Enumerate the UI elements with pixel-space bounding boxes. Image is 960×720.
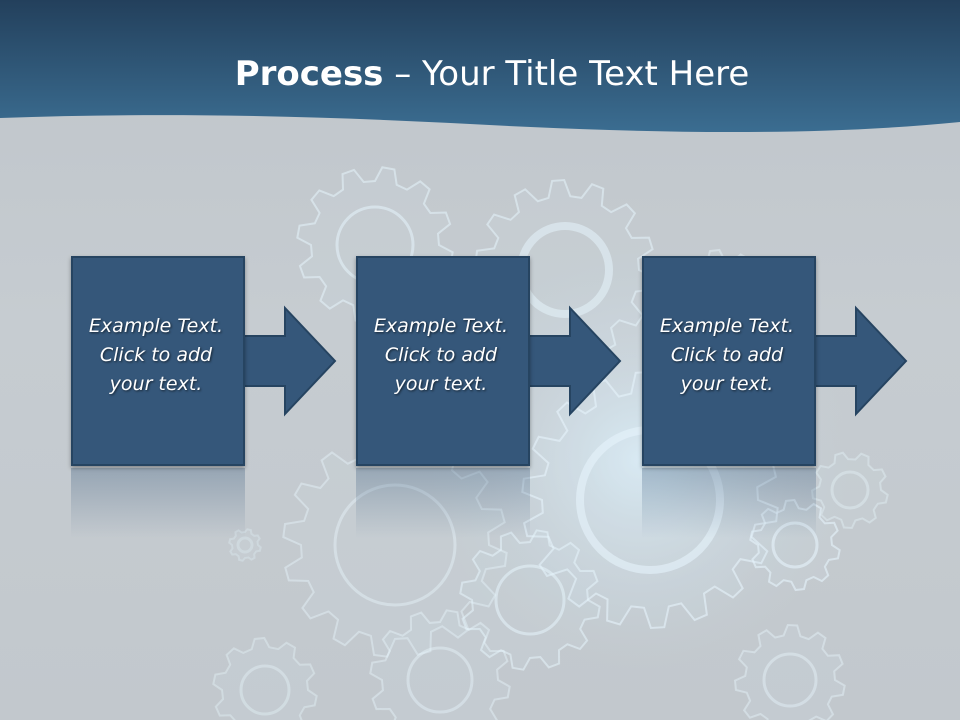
step-text-line: your text. xyxy=(680,373,774,395)
process-step-2[interactable]: Example Text. Click to add your text. xyxy=(356,256,622,538)
step-text[interactable]: Example Text. Click to add your text. xyxy=(71,312,241,399)
step-text-line: Example Text. xyxy=(659,315,795,337)
step-text-line: Click to add xyxy=(670,344,784,366)
step-reflection xyxy=(642,468,816,538)
gear-icon xyxy=(733,623,846,720)
title-bold: Process xyxy=(234,54,384,94)
step-box xyxy=(71,256,245,466)
slide-title[interactable]: Process – Your Title Text Here xyxy=(0,52,960,96)
step-reflection xyxy=(71,468,245,538)
process-step-3[interactable]: Example Text. Click to add your text. xyxy=(642,256,908,538)
step-box xyxy=(642,256,816,466)
process-step-1[interactable]: Example Text. Click to add your text. xyxy=(71,256,337,538)
gear-icon xyxy=(459,529,601,671)
step-box xyxy=(356,256,530,466)
title-rest: – Your Title Text Here xyxy=(383,54,750,94)
arrow-right-icon xyxy=(240,305,337,417)
gear-hub-icon xyxy=(494,564,566,636)
step-text-line: your text. xyxy=(109,373,203,395)
gear-hub-icon xyxy=(236,536,254,554)
gear-hub-icon xyxy=(771,521,819,569)
gear-icon xyxy=(212,636,318,720)
step-text-line: Example Text. xyxy=(373,315,509,337)
gear-hub-icon xyxy=(406,646,474,714)
step-text-line: Click to add xyxy=(384,344,498,366)
gear-hub-icon xyxy=(333,483,457,607)
step-reflection xyxy=(356,468,530,538)
arrow-right-icon xyxy=(525,305,622,417)
step-text-line: your text. xyxy=(394,373,488,395)
gear-hub-icon xyxy=(830,470,870,510)
gear-hub-icon xyxy=(762,652,818,708)
step-text-line: Example Text. xyxy=(88,315,224,337)
gear-icon xyxy=(749,498,841,592)
gear-icon xyxy=(228,528,262,562)
step-text[interactable]: Example Text. Click to add your text. xyxy=(356,312,526,399)
gear-icon xyxy=(810,451,889,530)
gear-icon xyxy=(369,609,511,720)
step-text-line: Click to add xyxy=(99,344,213,366)
header-band xyxy=(0,0,960,133)
step-text[interactable]: Example Text. Click to add your text. xyxy=(642,312,812,399)
arrow-right-icon xyxy=(811,305,908,417)
gear-hub-icon xyxy=(239,664,291,716)
